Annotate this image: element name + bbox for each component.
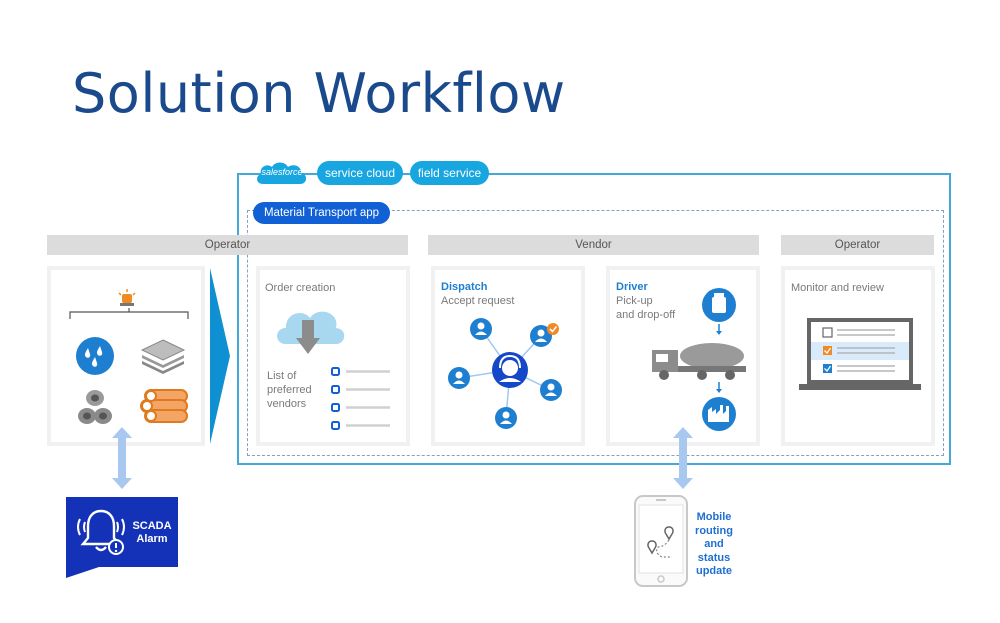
order-creation-card: Order creation List of preferred vendors [256,266,410,446]
driver-heading: Driver [616,281,648,293]
material-transport-app-boundary [247,210,944,456]
material-transport-app-badge: Material Transport app [253,202,390,224]
section-operator-right: Operator [781,235,934,255]
salesforce-boundary [237,173,951,465]
mobile-phone-icon [634,495,688,587]
section-operator-left: Operator [47,235,408,255]
scada-callout-tail [66,566,102,578]
driver-mobile-double-arrow [673,427,693,489]
dispatch-card-body: Dispatch Accept request [435,270,581,442]
dispatch-subtitle: Accept request [441,295,515,307]
operator-scada-double-arrow [112,427,132,489]
order-creation-card-body: Order creation List of preferred vendors [260,270,406,442]
driver-subtitle: Pick-up and drop-off [616,295,676,321]
pipes-icon [78,390,112,424]
alarm-bell-icon [77,509,125,555]
monitor-card-body: Monitor and review [785,270,931,442]
scada-alarm-callout: SCADA Alarm [66,497,178,567]
operator-assets-card [47,266,205,446]
monitor-title: Monitor and review [791,282,884,294]
order-creation-title: Order creation [265,282,336,294]
water-drops-icon [76,337,114,375]
logs-icon [140,389,188,423]
dispatch-card: Dispatch Accept request [431,266,585,446]
laptop-checklist-icon [799,318,921,390]
field-service-badge: field service [410,161,489,185]
flow-arrow [210,268,230,444]
dispatch-network-icon [448,318,562,429]
salesforce-logo: salesforce [253,158,309,188]
sheets-stack-icon [140,339,186,374]
mobile-routing-label: Mobile routing and status update [695,511,733,577]
salesforce-label: salesforce [261,167,303,177]
driver-card-body: Driver Pick-up and drop-off [610,270,756,442]
scada-alarm-label: SCADA Alarm [132,520,172,545]
beacon-icon [118,289,136,306]
bracket-connector [69,308,189,319]
dispatch-heading: Dispatch [441,281,488,293]
vendor-list-icon [331,367,390,430]
service-cloud-badge: service cloud [317,161,403,185]
delivery-flow-icon [652,288,746,431]
operator-assets-card-body [51,270,201,442]
preferred-vendors-label: List of preferred vendors [267,370,312,410]
cloud-download-icon [277,311,345,354]
page-title: Solution Workflow [72,62,566,125]
monitor-card: Monitor and review [781,266,935,446]
driver-card: Driver Pick-up and drop-off [606,266,760,446]
section-vendor: Vendor [428,235,759,255]
